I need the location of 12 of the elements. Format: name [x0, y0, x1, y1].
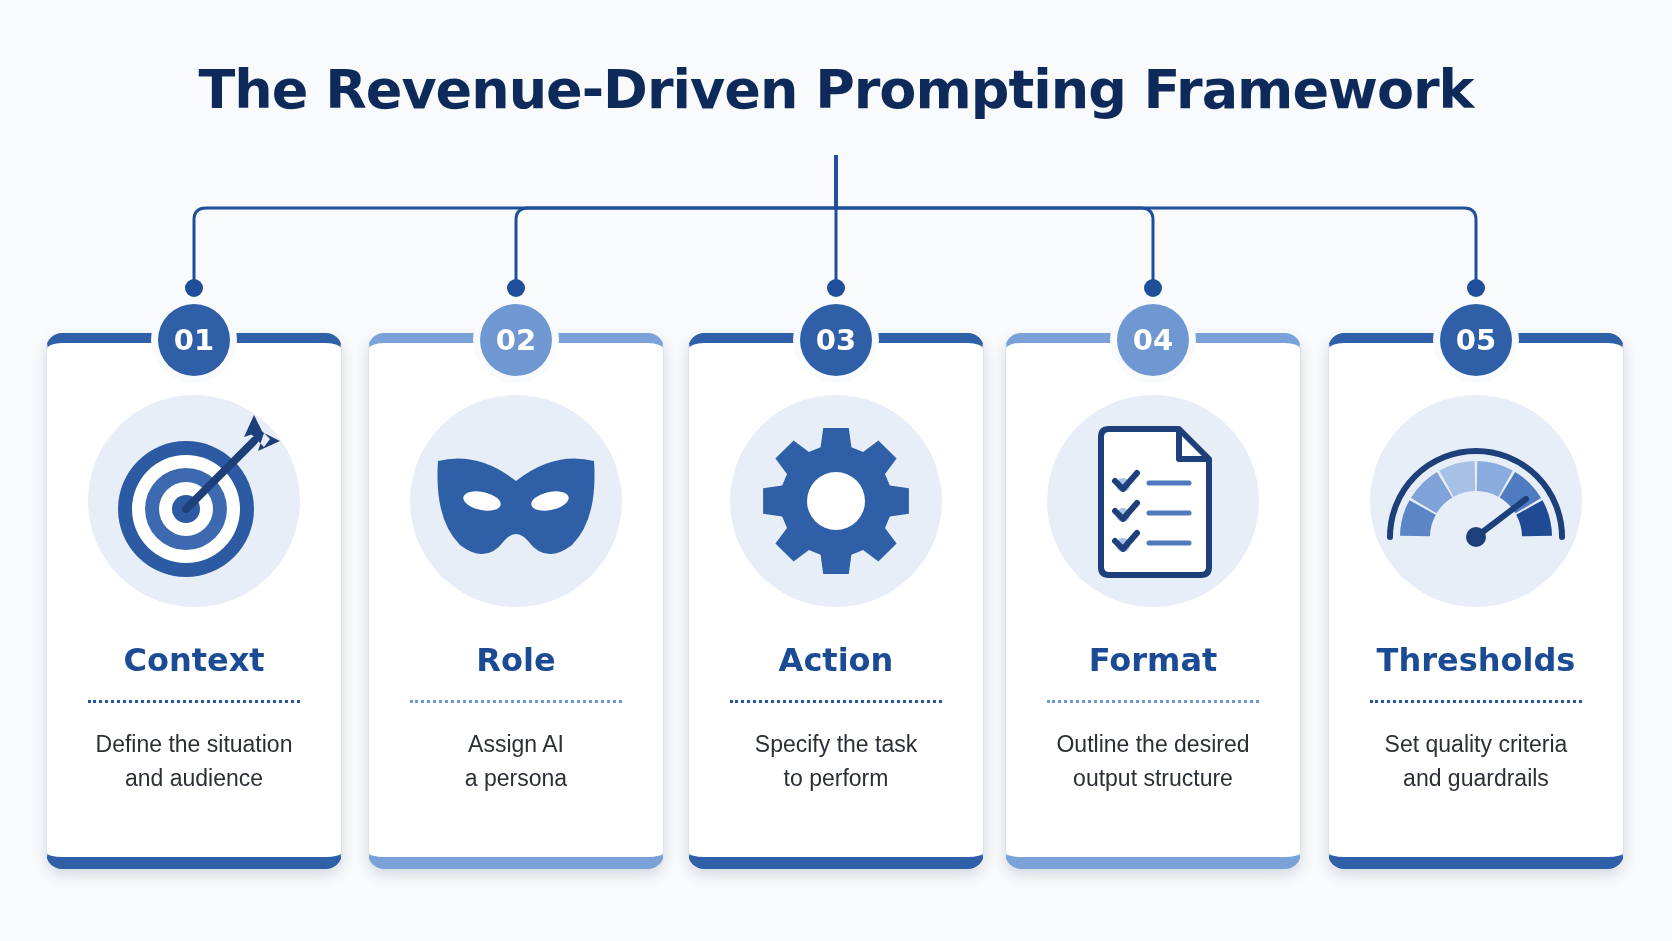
card-heading: Action — [778, 640, 894, 680]
card-heading: Context — [123, 640, 265, 680]
connector-line — [834, 155, 1485, 297]
card-description: Set quality criteria and guardrails — [1383, 730, 1569, 793]
card-heading: Format — [1088, 640, 1218, 680]
card-heading: Thresholds — [1376, 640, 1576, 680]
card-description: Outline the desired output structure — [1055, 730, 1251, 793]
card-description: Assign AI a persona — [463, 730, 569, 793]
card-description: Specify the task to perform — [753, 730, 919, 793]
card-description: Define the situation and audience — [94, 730, 294, 793]
diagram-title: The Revenue-Driven Prompting Framework — [198, 58, 1474, 122]
card-heading: Role — [476, 640, 556, 680]
